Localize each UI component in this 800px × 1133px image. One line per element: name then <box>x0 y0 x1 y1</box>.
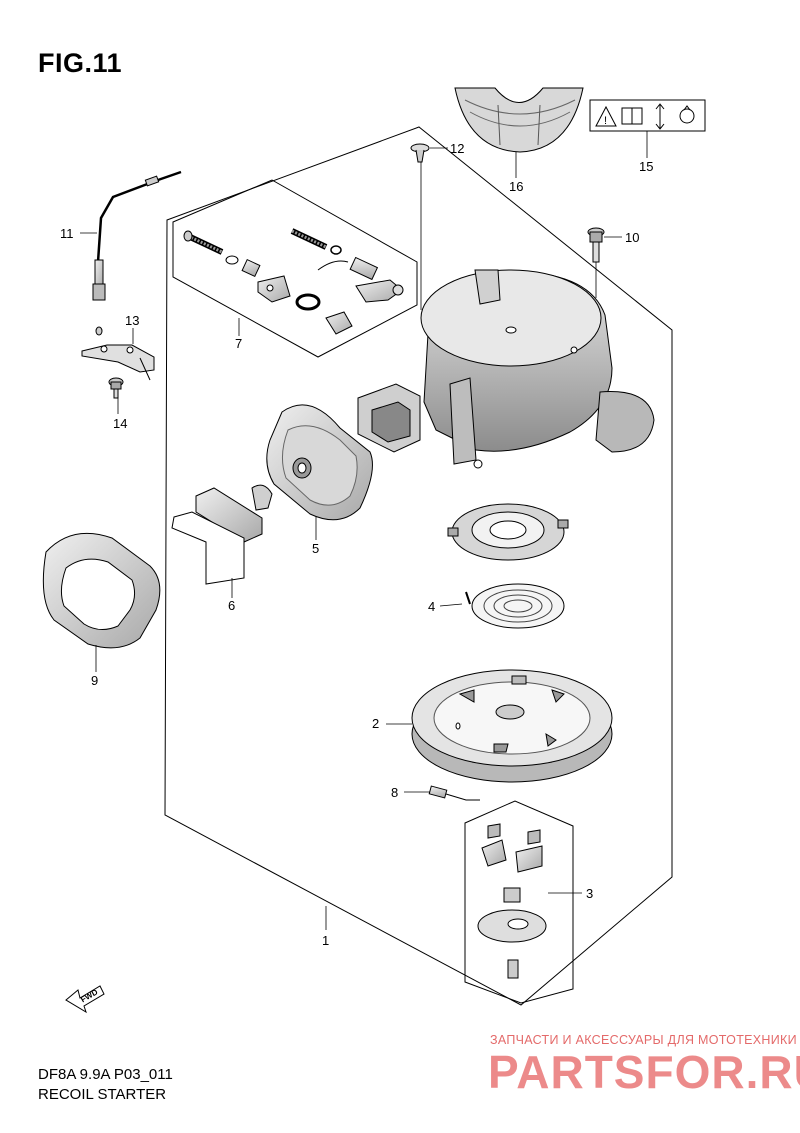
callout-16: 16 <box>509 179 523 194</box>
reel-part-2 <box>411 669 613 783</box>
callout-6: 6 <box>228 598 235 613</box>
fwd-arrow-icon: FWD <box>65 985 105 1014</box>
figure-title: FIG.11 <box>38 48 123 78</box>
callout-10: 10 <box>625 230 639 245</box>
callout-15: 15 <box>639 159 653 174</box>
bolt-part-10 <box>587 227 605 263</box>
callout-1: 1 <box>322 933 329 948</box>
callout-2: 2 <box>372 716 379 731</box>
shield-part-16 <box>454 87 584 153</box>
callout-11: 11 <box>60 226 74 241</box>
pin-part-8 <box>428 785 480 801</box>
warning-label-part-15: ! <box>589 99 706 132</box>
spring-part-4 <box>465 583 565 629</box>
leader-lines <box>80 131 648 930</box>
subassembly-frame-7 <box>172 179 418 358</box>
callout-12: 12 <box>450 141 464 156</box>
callouts: 1 2 3 4 5 6 7 8 9 10 11 12 13 14 15 16 <box>60 141 653 948</box>
svg-text:!: ! <box>604 115 607 127</box>
watermark-tagline: ЗАПЧАСТИ И АКСЕССУАРЫ ДЛЯ МОТОТЕХНИКИ <box>490 1033 797 1047</box>
bolt-part-14 <box>108 377 124 399</box>
starter-housing-part-1 <box>357 269 655 469</box>
drive-plate <box>447 503 569 561</box>
callout-9: 9 <box>91 673 98 688</box>
diagram-name: RECOIL STARTER <box>38 1086 167 1103</box>
kit-part-7 <box>183 228 404 335</box>
screw-part-12 <box>410 143 430 163</box>
callout-13: 13 <box>125 313 139 328</box>
callout-14: 14 <box>113 416 127 431</box>
callout-5: 5 <box>312 541 319 556</box>
callout-4: 4 <box>428 599 435 614</box>
callout-3: 3 <box>586 886 593 901</box>
subassembly-frame-3 <box>464 800 574 1004</box>
handle-part-6 <box>171 484 273 585</box>
cover-part-9 <box>42 532 161 649</box>
ratchet-part-3 <box>477 823 547 979</box>
bracket-part-13 <box>81 344 155 381</box>
watermark-logo: PARTSFOR.RU <box>488 1046 800 1098</box>
callout-8: 8 <box>391 785 398 800</box>
cable-part-11 <box>92 170 182 336</box>
callout-7: 7 <box>235 336 242 351</box>
grommet-part-5 <box>266 404 373 521</box>
assembly-frame <box>164 126 673 1006</box>
diagram-code: DF8A 9.9A P03_011 <box>38 1066 173 1083</box>
